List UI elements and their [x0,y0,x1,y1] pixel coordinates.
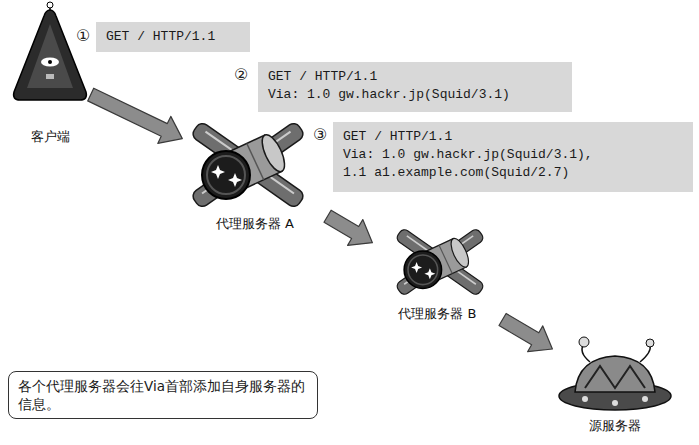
node-text: GET / HTTP/1.1 [268,68,562,86]
node-text: 1.1 a1.example.com(Squid/2.7) [343,164,683,182]
node-text: Via: 1.0 gw.hackr.jp(Squid/3.1) [268,86,562,104]
note-box: 各个代理服务器会往Via首部添加自身服务器的信息。 [8,371,318,419]
node-label: 代理服务器 A [216,216,294,232]
node-label: 源服务器 [589,418,641,434]
origin-server-icon [559,337,671,410]
request-box: GET / HTTP/1.1Via: 1.0 gw.hackr.jp(Squid… [258,62,572,112]
node-text: GET / HTTP/1.1 [343,128,683,146]
callout-number: ③ [313,126,327,144]
node-text: 各个代理服务器会往Via首部添加自身服务器的信息。 [18,377,308,413]
callout-number: ① [76,27,90,45]
client-icon [14,2,87,100]
node-label: 代理服务器 B [398,306,476,322]
request-box: GET / HTTP/1.1 [96,22,250,52]
proxy-icon [190,121,305,209]
flow-arrow [324,210,372,245]
request-box: GET / HTTP/1.1Via: 1.0 gw.hackr.jp(Squid… [333,122,693,192]
node-text: Via: 1.0 gw.hackr.jp(Squid/3.1), [343,146,683,164]
proxy-node: 代理服务器 B [375,240,500,322]
proxy-icon [395,228,485,297]
callout-number: ② [234,66,248,84]
server-node: 源服务器 [555,338,675,434]
flow-arrow [499,314,552,352]
flow-arrow [88,88,183,143]
client-node: 客户端 [12,5,88,145]
proxy-node: 代理服务器 A [185,115,325,232]
node-text: GET / HTTP/1.1 [106,28,240,46]
node-label: 客户端 [31,129,70,145]
